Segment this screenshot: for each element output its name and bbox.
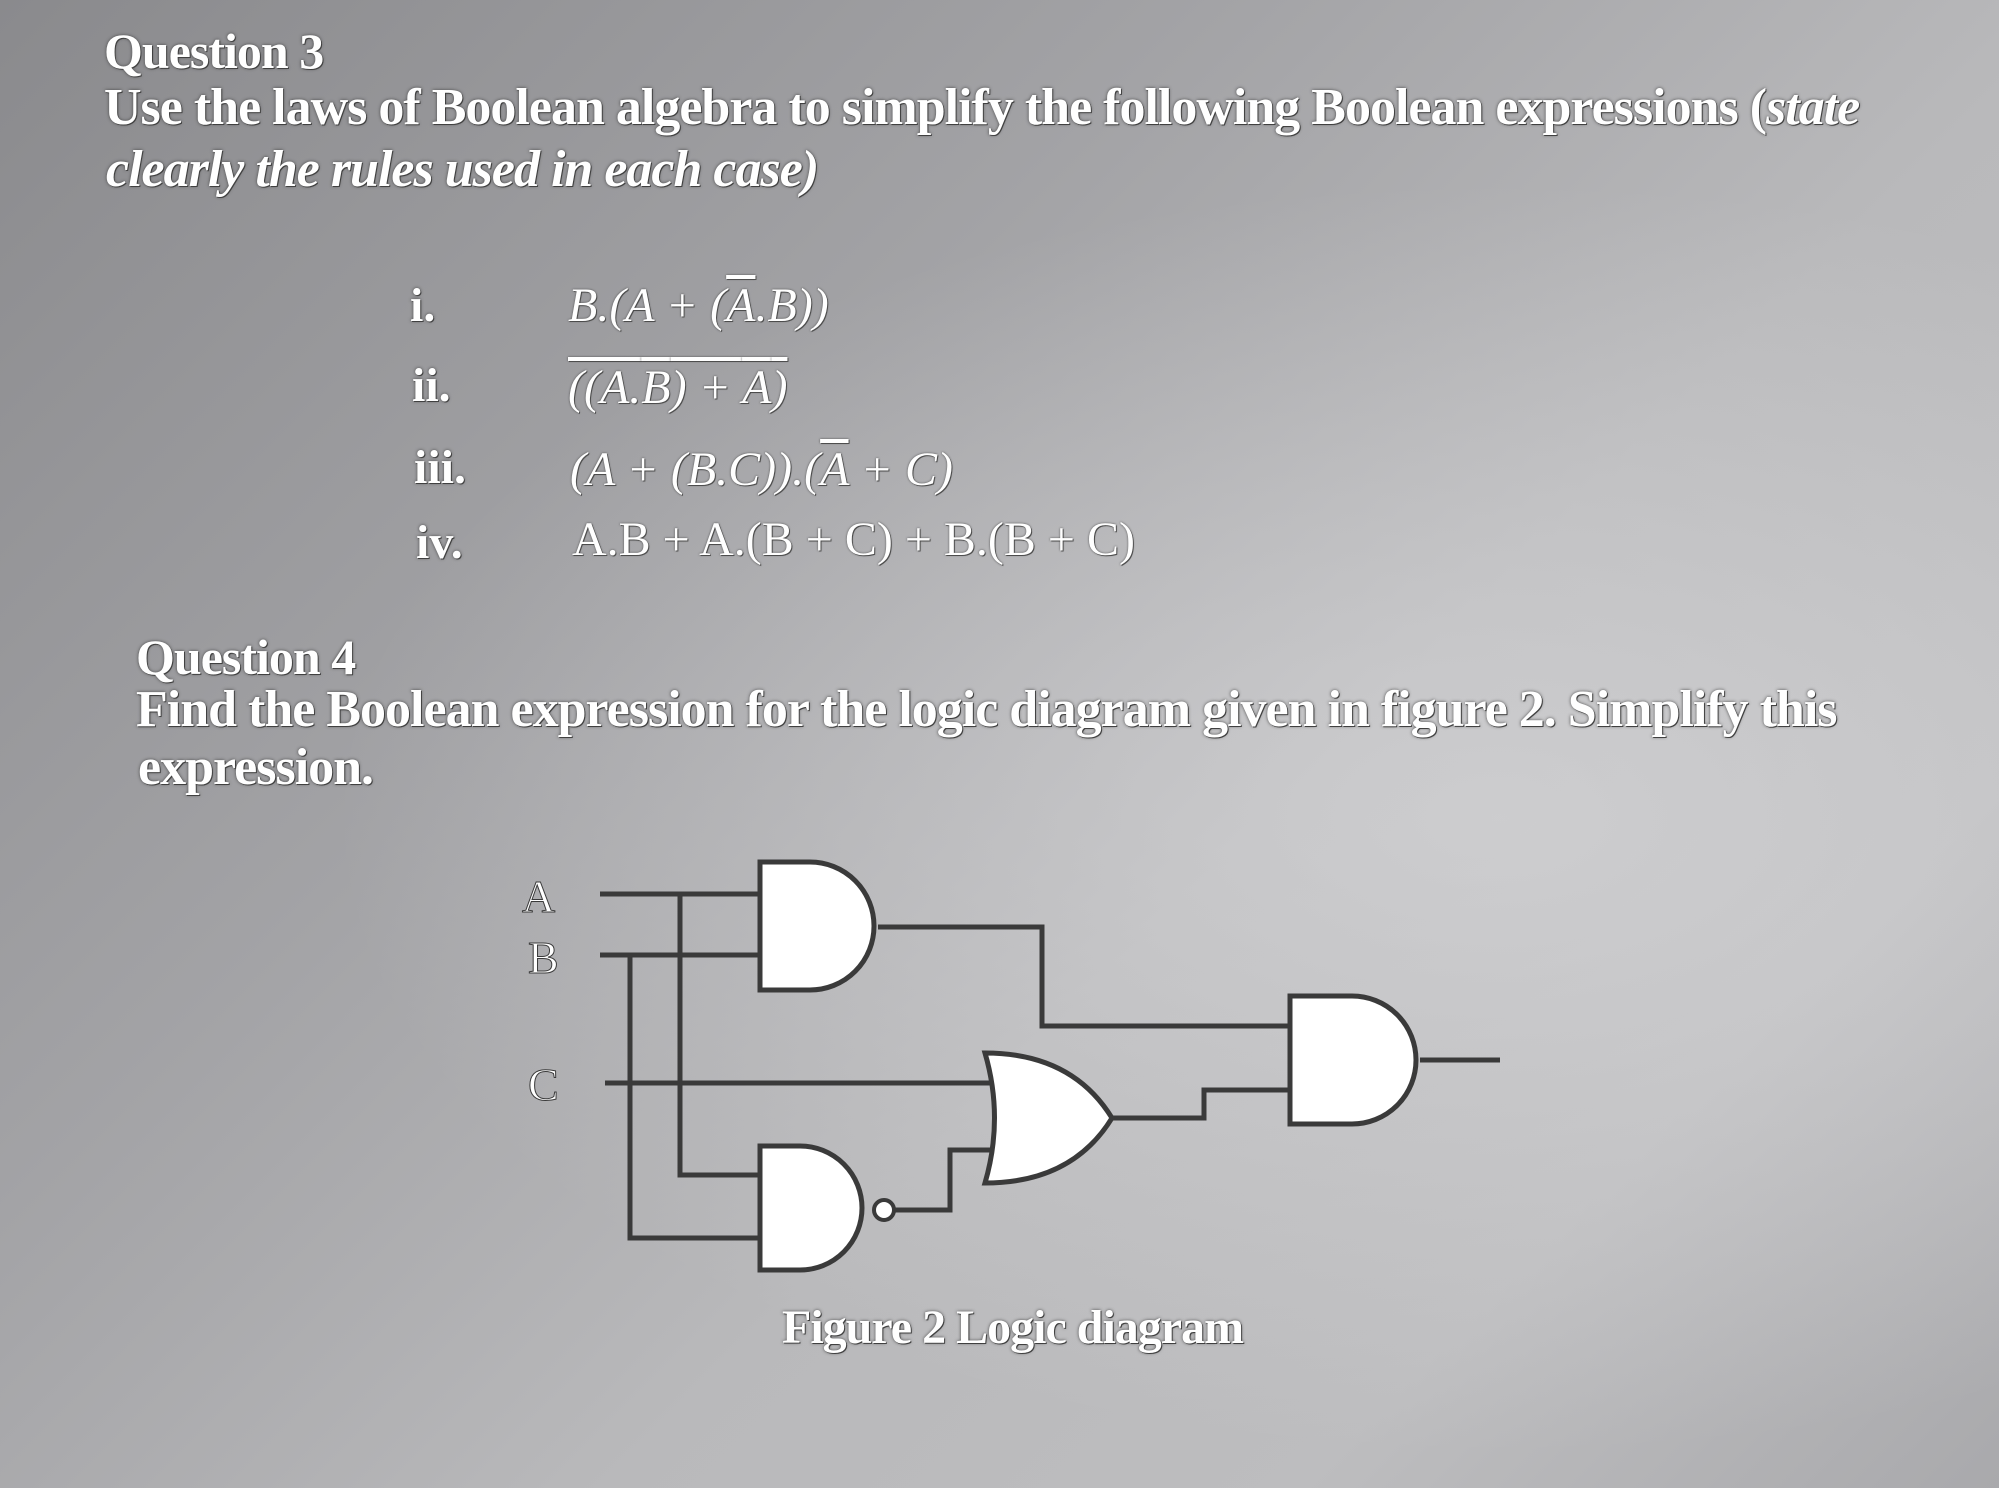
question-3-instruction-line-1: Use the laws of Boolean algebra to simpl… bbox=[104, 78, 1860, 137]
item-numeral-iii: iii. bbox=[414, 441, 467, 494]
figure-caption: Figure 2 Logic diagram bbox=[782, 1301, 1244, 1354]
question-4-title: Question 4 bbox=[136, 629, 356, 685]
question-3-title: Question 3 bbox=[104, 23, 324, 79]
nand-bubble bbox=[872, 1198, 896, 1222]
question-4-instruction-line-2: expression. bbox=[138, 739, 374, 796]
wire-b-branch bbox=[627, 955, 760, 1241]
input-label-c: C bbox=[528, 1059, 559, 1110]
instruction-italic-text: state bbox=[1766, 79, 1860, 136]
and-gate-1 bbox=[757, 859, 877, 993]
item-numeral-ii: ii. bbox=[412, 359, 451, 412]
wire-or-out bbox=[1112, 1087, 1290, 1121]
nand-gate bbox=[757, 1143, 865, 1273]
item-numeral-i: i. bbox=[410, 279, 436, 332]
or-gate bbox=[981, 1050, 1115, 1186]
question-3-instruction-line-2: clearly the rules used in each case) bbox=[106, 141, 819, 198]
wire-and1-out bbox=[878, 924, 1290, 1029]
input-label-a: A bbox=[522, 871, 555, 922]
item-numeral-iv: iv. bbox=[416, 516, 463, 569]
expression-iv: A.B + A.(B + C) + B.(B + C) bbox=[572, 513, 1135, 566]
expression-i: B.(A + (A.B)) bbox=[568, 279, 829, 332]
expression-ii: ((A.B) + A) bbox=[568, 361, 788, 414]
wire-a-branch bbox=[677, 894, 760, 1178]
diagram-wires bbox=[600, 891, 1500, 1241]
input-label-b: B bbox=[528, 932, 559, 983]
instruction-text: Use the laws of Boolean algebra to simpl… bbox=[104, 79, 1767, 136]
wire-nand-out bbox=[894, 1147, 990, 1213]
and-gate-2 bbox=[1287, 993, 1419, 1127]
expression-iii: (A + (B.C)).(A + C) bbox=[570, 443, 953, 496]
question-4-instruction-line-1: Find the Boolean expression for the logi… bbox=[136, 681, 1838, 738]
